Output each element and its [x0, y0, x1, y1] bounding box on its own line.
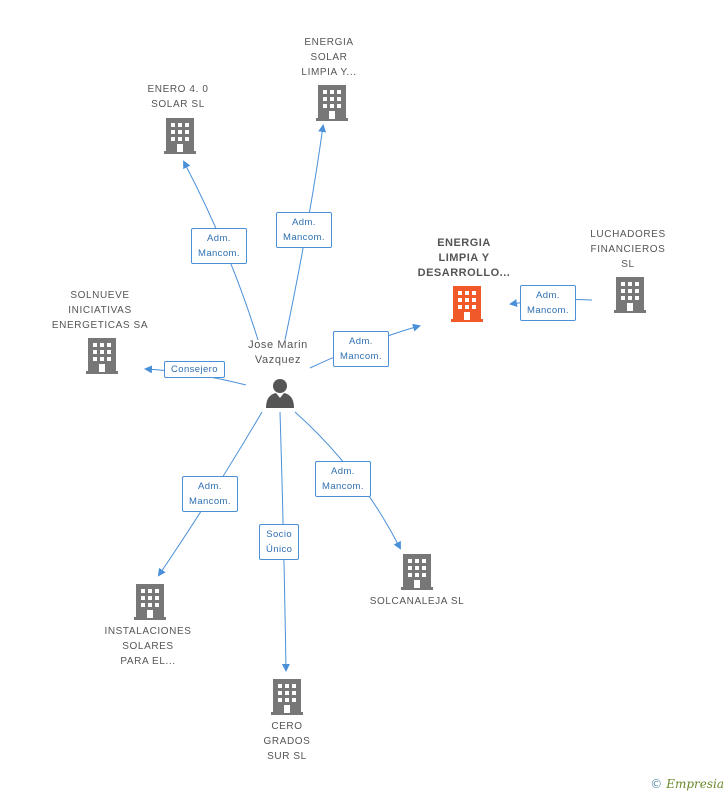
edge-label-luchadores[interactable]: Adm. Mancom.: [520, 285, 576, 321]
edge-label-line: Adm.: [349, 336, 373, 347]
node-label-line: INSTALACIONES: [104, 626, 192, 637]
node-label-line: DESARROLLO...: [417, 267, 511, 279]
node-label-instalaciones: INSTALACIONES SOLARES PARA EL...: [96, 624, 200, 669]
node-label-line: ENERO 4. 0: [147, 84, 209, 95]
edge-label-line: Mancom.: [198, 248, 240, 259]
copyright-symbol: ©: [650, 777, 663, 791]
node-label-line: SOLNUEVE: [70, 290, 130, 301]
edge-label-line: Adm.: [292, 217, 316, 228]
edge-label-line: Socio: [266, 529, 293, 540]
edge-label-line: Adm.: [331, 466, 355, 477]
building-icon[interactable]: [401, 554, 433, 590]
node-label-line: CERO: [271, 721, 303, 732]
building-icon[interactable]: [134, 584, 166, 620]
person-icon[interactable]: [264, 378, 296, 408]
edge-label-line: Mancom.: [322, 481, 364, 492]
node-label-line: FINANCIEROS: [590, 244, 666, 255]
edge-label-line: Mancom.: [189, 496, 231, 507]
center-label-line: Vazquez: [254, 354, 302, 366]
brand-name: Empresia: [666, 777, 724, 791]
building-icon[interactable]: [271, 679, 303, 715]
node-label-line: GRADOS: [263, 736, 311, 747]
edge-label-line: Adm.: [207, 233, 231, 244]
node-label-line: ENERGETICAS SA: [51, 320, 149, 331]
edge-label-enero[interactable]: Adm. Mancom.: [191, 228, 247, 264]
node-label-line: ENERGIA: [437, 237, 491, 249]
edge-label-line: Único: [266, 544, 293, 555]
node-label-luchadores: LUCHADORES FINANCIEROS SL: [578, 227, 678, 272]
building-icon[interactable]: [316, 85, 348, 121]
node-label-line: INICIATIVAS: [68, 305, 132, 316]
center-label: Jose Marin Vazquez: [230, 338, 326, 368]
edge-label-line: Mancom.: [340, 351, 382, 362]
footer-brand[interactable]: ©Empresia: [650, 777, 724, 791]
node-label-energia-limpia: ENERGIA LIMPIA Y DESARROLLO...: [408, 236, 520, 281]
edge-label-line: Mancom.: [283, 232, 325, 243]
node-label-line: SL: [621, 259, 635, 270]
building-icon[interactable]: [86, 338, 118, 374]
edge-label-energia-limpia[interactable]: Adm. Mancom.: [333, 331, 389, 367]
node-label-line: LIMPIA Y...: [301, 67, 357, 78]
node-label-line: LUCHADORES: [590, 229, 666, 240]
edge-label-line: Mancom.: [527, 305, 569, 316]
edge-label-line: Consejero: [171, 364, 218, 375]
node-label-solnueve: SOLNUEVE INICIATIVAS ENERGETICAS SA: [44, 288, 156, 333]
node-label-line: ENERGIA: [304, 37, 354, 48]
building-icon[interactable]: [164, 118, 196, 154]
edge-label-cero[interactable]: Socio Único: [259, 524, 300, 560]
node-label-energia-solar: ENERGIA SOLAR LIMPIA Y...: [280, 35, 378, 80]
edge-label-energia-solar[interactable]: Adm. Mancom.: [276, 212, 332, 248]
node-label-line: SOLARES: [122, 641, 174, 652]
node-label-enero: ENERO 4. 0 SOLAR SL: [130, 82, 226, 112]
edge-label-line: Adm.: [536, 290, 560, 301]
node-label-line: SOLCANALEJA SL: [369, 596, 465, 607]
node-label-line: SOLAR: [310, 52, 348, 63]
edge-label-instalaciones[interactable]: Adm. Mancom.: [182, 476, 238, 512]
node-label-solcanaleja: SOLCANALEJA SL: [358, 594, 476, 609]
node-label-line: PARA EL...: [120, 656, 176, 667]
edge-label-solnueve[interactable]: Consejero: [164, 361, 225, 378]
node-label-cero: CERO GRADOS SUR SL: [245, 719, 329, 764]
center-label-line: Jose Marin: [248, 339, 308, 351]
node-label-line: SUR SL: [267, 751, 307, 762]
edge-label-line: Adm.: [198, 481, 222, 492]
building-icon-focus[interactable]: [451, 286, 483, 322]
edge-label-solcanaleja[interactable]: Adm. Mancom.: [315, 461, 371, 497]
node-label-line: SOLAR SL: [151, 99, 205, 110]
node-label-line: LIMPIA Y: [438, 252, 490, 264]
building-icon[interactable]: [614, 277, 646, 313]
